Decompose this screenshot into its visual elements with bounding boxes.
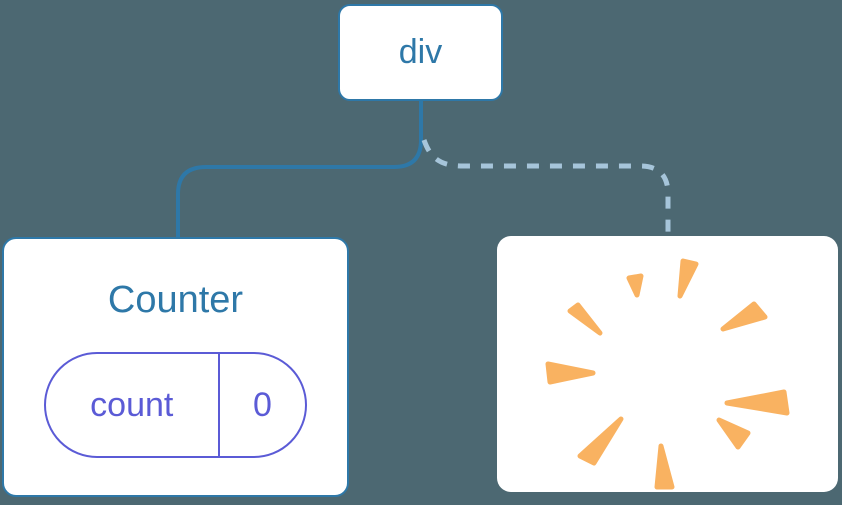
node-counter: Counter count 0 [2, 237, 349, 497]
edge-solid-div-to-counter [176, 101, 423, 237]
poof-burst-icon [545, 258, 790, 490]
poof-ray [720, 301, 768, 332]
pill-divider [217, 354, 220, 456]
state-value-label: 0 [253, 385, 272, 424]
poof-ray [545, 361, 596, 385]
counter-title: Counter [107, 279, 244, 321]
poof-ray [626, 273, 644, 298]
state-key-label: count [90, 385, 174, 424]
node-removed [497, 236, 838, 492]
state-pill: count 0 [44, 352, 307, 458]
poof-ray [677, 258, 699, 299]
poof-ray [724, 389, 790, 416]
edge-dashed-div-to-removed [421, 139, 671, 236]
poof-ray [567, 302, 603, 336]
poof-ray [654, 443, 675, 490]
node-div-label: div [398, 33, 443, 71]
node-div: div [338, 4, 503, 101]
poof-ray [716, 417, 751, 450]
poof-ray [577, 416, 624, 466]
